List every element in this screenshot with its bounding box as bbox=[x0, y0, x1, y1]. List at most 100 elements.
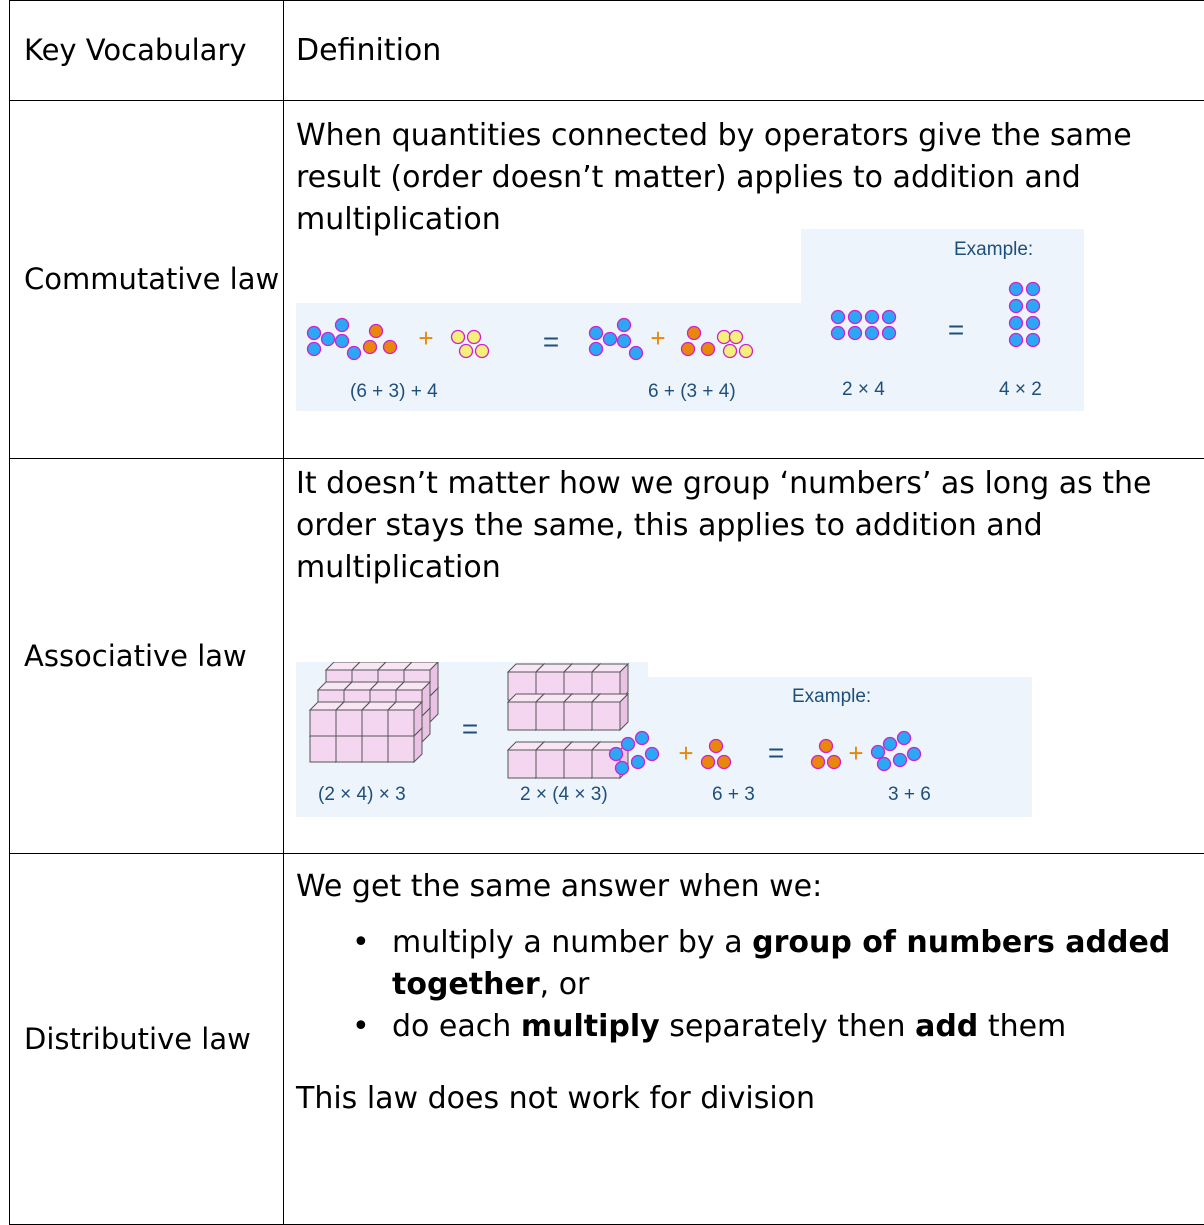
dot bbox=[348, 347, 361, 360]
cube-and-dot-group: =+=+ bbox=[310, 662, 921, 778]
caption: 2 × (4 × 3) bbox=[520, 782, 608, 809]
cube-face bbox=[508, 750, 536, 778]
dot bbox=[452, 331, 465, 344]
dot bbox=[1027, 317, 1040, 330]
dot bbox=[590, 327, 603, 340]
cube-face bbox=[508, 702, 536, 730]
cube-face bbox=[536, 750, 564, 778]
dot bbox=[730, 331, 743, 344]
dot bbox=[370, 325, 383, 338]
dot bbox=[718, 756, 731, 769]
cube-face bbox=[362, 710, 388, 736]
dot bbox=[908, 748, 921, 761]
dot bbox=[1027, 283, 1040, 296]
dot bbox=[866, 327, 879, 340]
dot bbox=[468, 331, 481, 344]
row-distributive: Distributive law We get the same answer … bbox=[10, 854, 1204, 1225]
dot bbox=[866, 311, 879, 324]
dot bbox=[322, 333, 335, 346]
distributive-intro: We get the same answer when we: bbox=[296, 866, 1204, 908]
bullet-icon: • bbox=[352, 1006, 370, 1048]
cube-face bbox=[336, 710, 362, 736]
cube-face bbox=[564, 750, 592, 778]
bullet-icon: • bbox=[352, 922, 370, 964]
dot bbox=[632, 756, 645, 769]
dot-group: +=+= bbox=[308, 283, 1040, 360]
row-associative: Associative law It doesn’t matter how we… bbox=[10, 459, 1204, 854]
dot bbox=[476, 345, 489, 358]
operator-symbol: = bbox=[462, 713, 478, 744]
header-definition: Definition bbox=[284, 1, 1204, 101]
header-term: Key Vocabulary bbox=[10, 1, 284, 101]
cube-face bbox=[592, 702, 620, 730]
caption: 6 + 3 bbox=[712, 782, 755, 809]
dot bbox=[724, 345, 737, 358]
term-associative: Associative law bbox=[10, 459, 284, 854]
dot bbox=[308, 343, 321, 356]
dot bbox=[618, 335, 631, 348]
operator-symbol: = bbox=[948, 314, 964, 345]
header-row: Key Vocabulary Definition bbox=[10, 1, 1204, 101]
caption: 3 + 6 bbox=[888, 782, 931, 809]
dot bbox=[622, 738, 635, 751]
dot bbox=[610, 748, 623, 761]
row-commutative: Commutative law When quantities connecte… bbox=[10, 101, 1204, 459]
dot bbox=[646, 748, 659, 761]
dot bbox=[883, 327, 896, 340]
distributive-outro: This law does not work for division bbox=[296, 1078, 1204, 1120]
dot bbox=[1010, 334, 1023, 347]
dot bbox=[828, 756, 841, 769]
definition-commutative: When quantities connected by operators g… bbox=[284, 101, 1204, 459]
cube-face bbox=[310, 710, 336, 736]
dot bbox=[1010, 300, 1023, 313]
operator-symbol: + bbox=[678, 738, 693, 768]
dot bbox=[702, 756, 715, 769]
dot bbox=[630, 347, 643, 360]
dot bbox=[883, 311, 896, 324]
dot bbox=[682, 343, 695, 356]
definition-text: When quantities connected by operators g… bbox=[296, 115, 1204, 241]
caption: 2 × 4 bbox=[842, 377, 885, 404]
bullet-item: •multiply a number by a group of numbers… bbox=[392, 922, 1204, 1006]
caption: (2 × 4) × 3 bbox=[318, 782, 406, 809]
cube-face bbox=[336, 736, 362, 762]
cube-face bbox=[362, 736, 388, 762]
term-distributive: Distributive law bbox=[10, 854, 284, 1225]
distributive-bullets: •multiply a number by a group of numbers… bbox=[296, 922, 1204, 1048]
cube-face bbox=[310, 736, 336, 762]
dot bbox=[898, 732, 911, 745]
dot bbox=[604, 333, 617, 346]
caption: 4 × 2 bbox=[999, 377, 1042, 404]
dot bbox=[688, 327, 701, 340]
dot bbox=[616, 762, 629, 775]
dot bbox=[1027, 300, 1040, 313]
dot bbox=[849, 311, 862, 324]
dot bbox=[894, 754, 907, 767]
operator-symbol: = bbox=[543, 326, 559, 357]
dot bbox=[1010, 283, 1023, 296]
caption: (6 + 3) + 4 bbox=[350, 379, 438, 406]
dot bbox=[364, 341, 377, 354]
dot bbox=[336, 319, 349, 332]
dot bbox=[336, 335, 349, 348]
dot bbox=[832, 311, 845, 324]
dot bbox=[849, 327, 862, 340]
cube-face bbox=[536, 702, 564, 730]
dot bbox=[308, 327, 321, 340]
dot bbox=[812, 756, 825, 769]
dot bbox=[618, 319, 631, 332]
cube-face bbox=[388, 736, 414, 762]
operator-symbol: + bbox=[848, 738, 863, 768]
dot bbox=[384, 341, 397, 354]
dot bbox=[872, 746, 885, 759]
definition-text: It doesn’t matter how we group ‘numbers’… bbox=[296, 463, 1204, 589]
dot bbox=[820, 740, 833, 753]
dot bbox=[636, 732, 649, 745]
dot bbox=[710, 740, 723, 753]
vocabulary-table: Key Vocabulary Definition Commutative la… bbox=[9, 0, 1204, 1225]
cube-face bbox=[564, 702, 592, 730]
definition-associative: It doesn’t matter how we group ‘numbers’… bbox=[284, 459, 1204, 854]
dot bbox=[702, 343, 715, 356]
dot bbox=[1010, 317, 1023, 330]
bullet-item: •do each multiply separately then add th… bbox=[392, 1006, 1204, 1048]
